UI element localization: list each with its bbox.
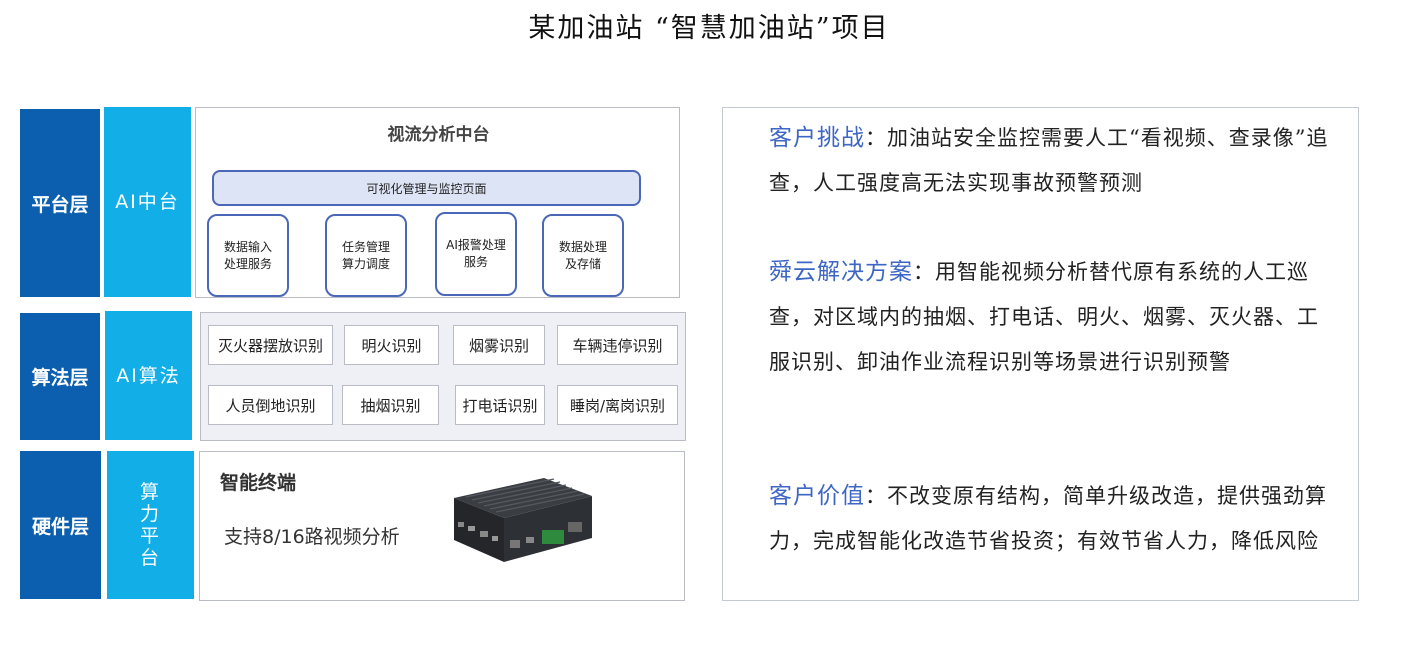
value-label: 客户价值 <box>769 483 865 509</box>
service-task-scheduling: 任务管理算力调度 <box>325 214 407 297</box>
hardware-title: 智能终端 <box>220 472 297 494</box>
layer-algorithm-label: 算法层 <box>20 313 100 440</box>
algo-phone-call: 打电话识别 <box>455 385 545 425</box>
description-box: 客户挑战：加油站安全监控需要人工“看视频、查录像”追查，人工强度高无法实现事故预… <box>722 107 1359 601</box>
service-data-storage: 数据处理及存储 <box>542 214 624 297</box>
value-paragraph: 客户价值：不改变原有结构，简单升级改造，提供强劲算力，完成智能化改造节省投资；有… <box>769 483 1327 553</box>
platform-panel: 视流分析中台 可视化管理与监控页面 数据输入处理服务 任务管理算力调度 AI报警… <box>195 107 680 298</box>
algo-person-fall: 人员倒地识别 <box>208 385 333 425</box>
layer-hardware-sub: 算力平台 <box>107 451 194 599</box>
challenge-paragraph: 客户挑战：加油站安全监控需要人工“看视频、查录像”追查，人工强度高无法实现事故预… <box>769 125 1329 195</box>
platform-title: 视流分析中台 <box>387 125 490 145</box>
algorithm-panel: 灭火器摆放识别 明火识别 烟雾识别 车辆违停识别 人员倒地识别 抽烟识别 打电话… <box>200 312 686 441</box>
algo-smoke: 烟雾识别 <box>453 325 545 365</box>
value-text: 不改变原有结构，简单升级改造，提供强劲算力，完成智能化改造节省投资；有效节省人力… <box>769 484 1327 553</box>
edge-device-image <box>454 478 592 562</box>
service-ai-alarm: AI报警处理服务 <box>435 212 517 296</box>
hardware-panel: 智能终端 支持8/16路视频分析 <box>199 451 685 601</box>
layer-platform-sub: AI中台 <box>104 107 191 297</box>
layer-hardware-label: 硬件层 <box>20 451 101 599</box>
solution-text: 用智能视频分析替代原有系统的人工巡查，对区域内的抽烟、打电话、明火、烟雾、灭火器… <box>769 260 1319 374</box>
challenge-label: 客户挑战 <box>769 125 865 151</box>
challenge-text: 加油站安全监控需要人工“看视频、查录像”追查，人工强度高无法实现事故预警预测 <box>769 126 1329 195</box>
layer-algorithm-sub: AI算法 <box>105 311 192 440</box>
layer-platform-label: 平台层 <box>20 109 100 297</box>
solution-paragraph: 舜云解决方案：用智能视频分析替代原有系统的人工巡查，对区域内的抽烟、打电话、明火… <box>769 259 1319 374</box>
algo-smoking: 抽烟识别 <box>342 385 439 425</box>
algo-open-fire: 明火识别 <box>344 325 439 365</box>
page-title: 某加油站 “智慧加油站”项目 <box>528 13 890 44</box>
visual-management-bar: 可视化管理与监控页面 <box>212 170 641 206</box>
solution-label: 舜云解决方案 <box>769 259 913 285</box>
hardware-description: 支持8/16路视频分析 <box>224 526 400 548</box>
algo-sleep-leave: 睡岗/离岗识别 <box>557 385 678 425</box>
algo-extinguisher: 灭火器摆放识别 <box>208 325 333 365</box>
service-data-input: 数据输入处理服务 <box>207 214 289 297</box>
algo-illegal-parking: 车辆违停识别 <box>557 325 678 365</box>
